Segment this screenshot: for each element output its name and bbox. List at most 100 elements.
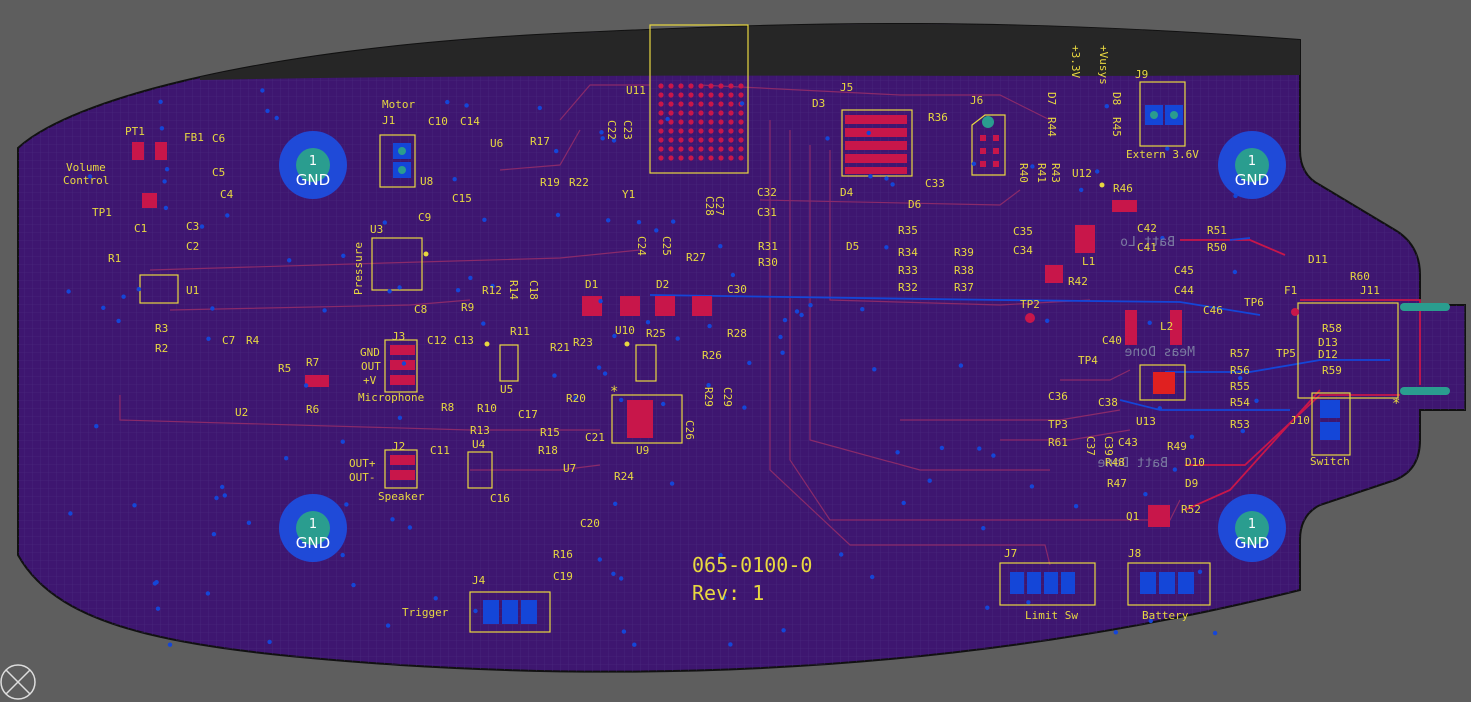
bga-pad [738,155,744,161]
bga-pad [698,110,704,116]
via [554,148,559,154]
bga-pad [698,101,704,107]
bga-pad [738,137,744,143]
designator-R12: R12 [482,284,502,297]
via [552,373,557,378]
via [602,371,608,376]
designator-C4: C4 [220,188,234,201]
via [782,317,788,323]
batt-done-label: Batt Done [1097,456,1168,471]
designator-C1: C1 [134,222,147,235]
bga-pad [708,101,714,107]
bga-pad [688,83,694,89]
bga-pad [728,119,734,125]
bga-pad [658,146,664,152]
designator-R40: R40 [1017,163,1030,183]
meas-done-label: Meas Done [1124,345,1195,360]
via [136,287,141,292]
designator-R33: R33 [898,264,918,277]
bga-pad [678,119,684,125]
via [730,272,736,278]
bga-pad [708,83,714,89]
volume-label: Volume [66,161,106,174]
origin-marker [0,664,36,700]
via [636,220,642,225]
via [613,501,618,506]
via [778,334,783,340]
microphone-label: Microphone [358,391,424,404]
via [164,167,170,172]
designator-D2: D2 [656,278,669,291]
designator-C27: C27 [713,196,726,216]
designator-C31: C31 [757,206,777,219]
via [284,456,289,461]
bga-pad [728,110,734,116]
mounting-hole-label: GND [1235,171,1269,189]
via [211,532,217,537]
designator-J10: J10 [1290,414,1310,427]
vias [66,88,1259,647]
bga-pad [658,110,664,116]
via [612,333,617,339]
via [155,606,161,611]
highlighted-pad [1153,372,1175,394]
via [1172,467,1178,472]
via [1197,569,1203,574]
bga-pad [698,92,704,98]
via [397,285,402,290]
designator-R50: R50 [1207,241,1227,254]
via [1238,375,1243,381]
via [1240,428,1246,434]
designator-R8: R8 [441,401,454,414]
bga-pad [728,92,734,98]
via [1232,269,1238,275]
via [344,502,349,507]
designator-R41: R41 [1035,163,1048,183]
designator-L2: L2 [1160,320,1173,333]
designator-R38: R38 [954,264,974,277]
designator-R46: R46 [1113,182,1133,195]
via [1095,169,1100,174]
bga-pad [668,146,674,152]
bga-pad [678,110,684,116]
bga-pad [668,101,674,107]
via [274,115,279,121]
designator-R37: R37 [954,281,974,294]
designator-TP2: TP2 [1020,298,1040,311]
via [971,161,977,166]
designator-U9: U9 [636,444,649,457]
designator-D12: D12 [1318,348,1338,361]
designator-R42: R42 [1068,275,1088,288]
via [632,642,637,647]
via [596,365,602,370]
via [895,450,900,455]
designator-R54: R54 [1230,396,1250,409]
via [1147,320,1152,325]
designator-R4: R4 [246,334,260,347]
bga-pad [678,128,684,134]
via [1148,618,1154,624]
bga-pad [688,146,694,152]
designator-U2: U2 [235,406,248,419]
via [781,628,786,633]
via [890,182,895,187]
batt-lo-label: Batt Lo [1120,235,1175,250]
via [977,446,982,451]
bga-pad [728,83,734,89]
svg-text:*: * [1392,396,1400,412]
designator-C18: C18 [527,280,540,300]
bga-pad [718,155,724,161]
bga-pad [668,110,674,116]
via [661,401,666,407]
bga-pad [668,92,674,98]
designator-PT1: PT1 [125,125,145,138]
via [246,520,252,525]
designator-R11: R11 [510,325,530,338]
bga-pad [708,92,714,98]
designator-C20: C20 [580,517,600,530]
via [1045,318,1050,323]
bga-pad [698,155,704,161]
designator-C23: C23 [621,120,634,140]
via [985,605,990,610]
designator-D11: D11 [1308,253,1328,266]
